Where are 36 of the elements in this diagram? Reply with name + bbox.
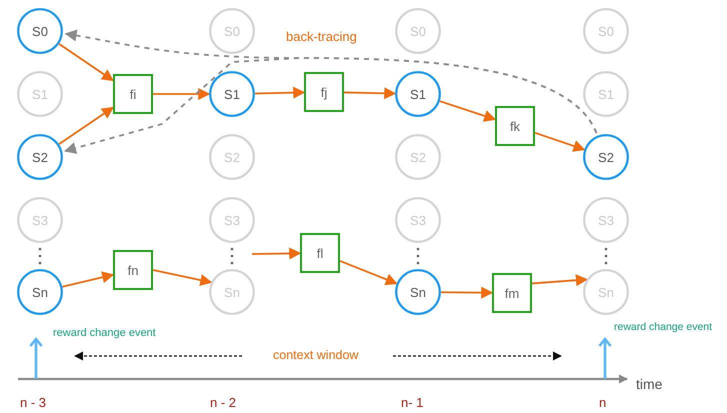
axis-label: time (636, 376, 662, 392)
state-circle: Sn (395, 269, 441, 315)
function-box: fm (492, 273, 532, 313)
function-box: fi (113, 74, 153, 114)
dashed-arrow (64, 57, 598, 154)
context-label: context window (273, 348, 358, 362)
arrow (62, 271, 114, 288)
arrow (532, 274, 588, 286)
arrow (252, 247, 302, 260)
function-box: fl (300, 233, 340, 273)
function-box: fn (113, 250, 153, 290)
state-circle: S1 (395, 71, 441, 117)
tick-label: n - 3 (20, 395, 46, 410)
function-box: fj (304, 72, 344, 112)
arrow (58, 43, 114, 82)
edge-label: back-tracing (284, 29, 359, 44)
state-circle: S0 (17, 8, 63, 54)
arrow (152, 269, 212, 286)
state-circle: S1 (209, 71, 255, 117)
function-box: fk (495, 106, 535, 146)
arrow (254, 86, 306, 99)
arrow (344, 87, 396, 100)
event-label: reward change event (53, 327, 156, 339)
state-circle: S2 (17, 134, 63, 180)
tick-label: n - 2 (210, 395, 236, 410)
arrow (441, 286, 494, 299)
tick-label: n- 1 (401, 395, 424, 410)
state-circle: S2 (583, 134, 629, 180)
tick-label: n (599, 395, 606, 410)
arrow (153, 88, 210, 100)
arrow (340, 260, 398, 286)
event-label: reward change event (614, 321, 712, 333)
arrow (58, 106, 114, 145)
arrow (534, 132, 586, 152)
arrow (440, 100, 496, 122)
state-circle: Sn (17, 269, 63, 315)
